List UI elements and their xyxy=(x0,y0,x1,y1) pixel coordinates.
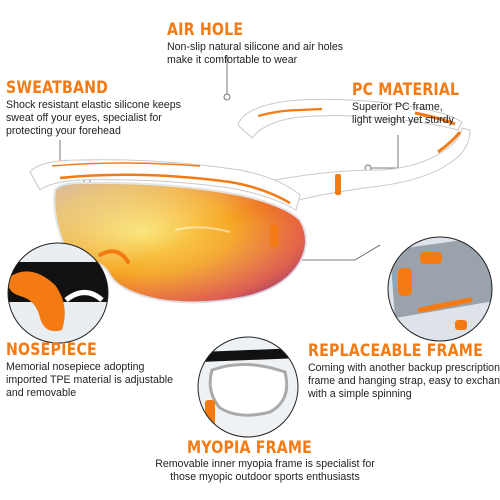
pc-material-callout: PC MATERIAL Superior PC frame, light wei… xyxy=(352,80,477,127)
pc-material-line-1: Superior PC frame, xyxy=(352,101,443,113)
sweatband-description: Shock resistant elastic silicone keeps s… xyxy=(6,99,181,138)
sweatband-line-1: Shock resistant elastic silicone keeps xyxy=(6,99,181,111)
replaceable-frame-line-1: Coming with another backup prescription xyxy=(308,362,500,374)
nosepiece-description: Memorial nosepiece adopting imported TPE… xyxy=(6,361,173,400)
replaceable-frame-callout: REPLACEABLE FRAME Coming with another ba… xyxy=(308,341,500,401)
pc-material-title: PC MATERIAL xyxy=(352,80,460,99)
air-hole-callout: AIR HOLE Non-slip natural silicone and a… xyxy=(167,20,343,67)
pc-material-line-2: light weight yet sturdy xyxy=(352,114,454,126)
replaceable-frame-line-2: frame and hanging strap, easy to exchang… xyxy=(308,375,500,387)
air-hole-title: AIR HOLE xyxy=(167,20,244,39)
pc-material-description: Superior PC frame, light weight yet stur… xyxy=(352,101,477,127)
nosepiece-line-3: and removable xyxy=(6,387,77,399)
myopia-frame-description: Removable inner myopia frame is speciali… xyxy=(130,458,400,484)
air-hole-description: Non-slip natural silicone and air holes … xyxy=(167,41,343,67)
replaceable-frame-description: Coming with another backup prescription … xyxy=(308,362,500,401)
nosepiece-line-1: Memorial nosepiece adopting xyxy=(6,361,145,373)
myopia-frame-title-wrap: MYOPIA FRAME xyxy=(187,438,332,457)
air-hole-line-1: Non-slip natural silicone and air holes xyxy=(167,41,344,53)
replaceable-frame-line-3: with a simple spinning xyxy=(308,388,412,400)
myopia-frame-line-1: Removable inner myopia frame is speciali… xyxy=(155,458,375,470)
sweatband-line-2: sweat off your eyes, specialist for xyxy=(6,112,162,124)
sweatband-title: SWEATBAND xyxy=(6,78,109,97)
replaceable-frame-title: REPLACEABLE FRAME xyxy=(308,341,483,360)
air-hole-line-2: make it comfortable to wear xyxy=(167,54,298,66)
nosepiece-callout: NOSEPIECE Memorial nosepiece adopting im… xyxy=(6,340,173,400)
nosepiece-line-2: imported TPE material is adjustable xyxy=(6,374,174,386)
sweatband-line-3: protecting your forehead xyxy=(6,125,121,137)
myopia-frame-line-2: those myopic outdoor sports enthusiasts xyxy=(170,471,360,483)
myopia-frame-title: MYOPIA FRAME xyxy=(187,438,313,457)
nosepiece-title: NOSEPIECE xyxy=(6,340,97,359)
sweatband-callout: SWEATBAND Shock resistant elastic silico… xyxy=(6,78,181,138)
